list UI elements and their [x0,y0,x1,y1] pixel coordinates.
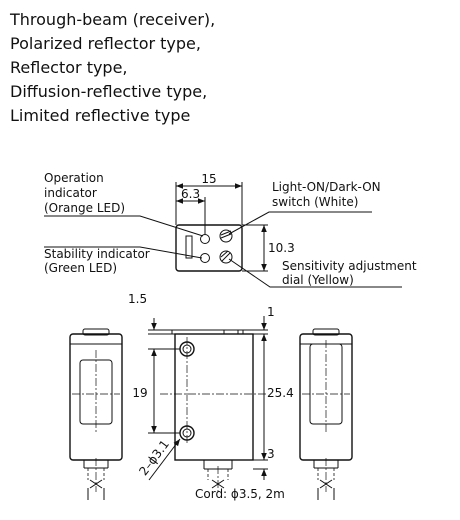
dim-hole-diameter: 2–ϕ3.1 [136,437,172,478]
switch-icon [219,229,233,243]
dim-offset: 6.3 [181,187,200,201]
front-view: 1.5 19 25.4 1 3 2–ϕ3.1 [128,292,294,481]
top-view: 15 6.3 10.3 Operation indicator (Orange … [44,171,420,288]
dim-top-right: 1 [267,305,275,319]
dim-bottom: 3 [267,447,275,461]
stability-indicator-label: Stability indicator (Green LED) [44,247,154,275]
front-view-body [174,333,254,461]
right-side-view [299,328,353,500]
model-type-line: Through-beam (receiver), [10,10,216,29]
top-view-body [175,224,243,272]
dial-label: Sensitivity adjustment dial (Yellow) [282,259,420,287]
dim-height: 10.3 [268,241,295,255]
model-type-line: Diffusion-reflective type, [10,82,208,101]
model-type-list: Through-beam (receiver), Polarized refle… [10,8,215,128]
stability-indicator-window [185,235,193,259]
operation-led [200,234,210,244]
model-type-line: Reflector type, [10,58,128,77]
dial-icon [219,250,233,264]
cord-label: Cord: ϕ3.5, 2m [195,487,285,501]
operation-indicator-label: Operation indicator (Orange LED) [44,171,125,215]
switch-label: Light-ON/Dark-ON switch (White) [272,180,384,209]
dim-total-height: 25.4 [267,386,294,400]
left-side-view [69,328,123,500]
model-type-line: Polarized reflector type, [10,34,201,53]
dim-hole-pitch: 19 [132,386,147,400]
dim-top-gap: 1.5 [128,292,147,306]
front-cord [211,466,225,492]
model-type-line: Limited reflective type [10,106,191,125]
dim-width: 15 [201,172,216,186]
